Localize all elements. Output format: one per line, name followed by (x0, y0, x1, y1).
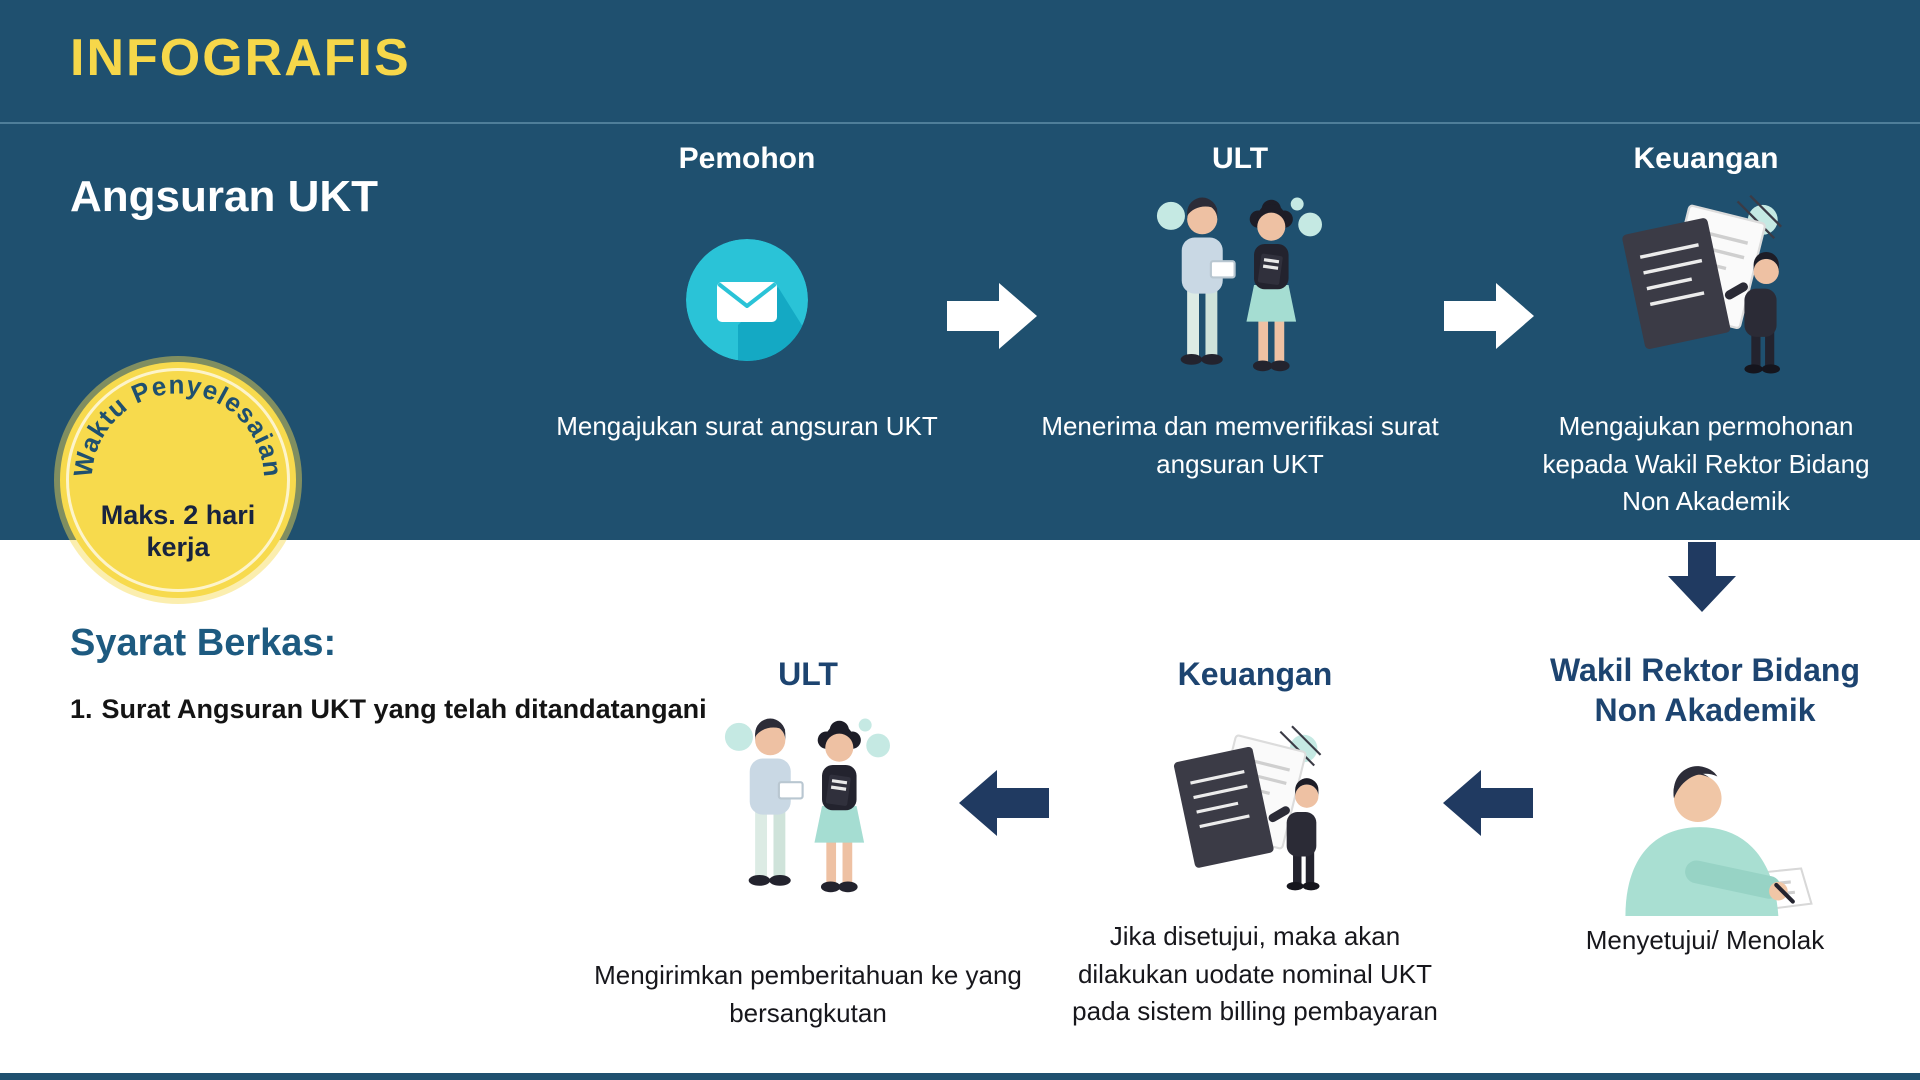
requirements-title: Syarat Berkas: (70, 622, 337, 664)
arrow-right-icon (1444, 283, 1534, 349)
top-section-background (0, 0, 1920, 540)
top-step-role-keuangan: Keuangan (1633, 142, 1779, 175)
badge-duration-text: Maks. 2 hari kerja (60, 500, 296, 564)
requirements-item: 1. Surat Angsuran UKT yang telah ditanda… (70, 694, 707, 725)
infographic-title: INFOGRAFIS (70, 29, 411, 87)
bottom-step-caption-keuangan: Jika disetujui, maka akan dilakukan uoda… (1072, 921, 1438, 1027)
ult-staff-illustration (708, 711, 908, 916)
top-step-caption-keuangan: Mengajukan permohonan kepada Wakil Rekto… (1542, 411, 1870, 517)
arrow-right-icon (947, 283, 1037, 349)
bottom-step-role-ult: ULT (778, 656, 838, 692)
page-title: Angsuran UKT (70, 172, 378, 221)
arrow-left-icon (959, 770, 1049, 836)
badge-duration-line2: kerja (146, 531, 210, 562)
top-step-caption-ult: Menerima dan memverifikasi surat angsura… (1041, 411, 1439, 479)
completion-time-badge: Waktu Penyelesaian Maks. 2 hari kerja (60, 362, 296, 598)
bottom-step-role-keuangan: Keuangan (1177, 656, 1333, 692)
requirements-item-text: Surat Angsuran UKT yang telah ditandatan… (101, 694, 707, 724)
header-divider (0, 122, 1920, 124)
finance-documents-illustration (1150, 721, 1345, 901)
requirements-item-number: 1. (70, 694, 93, 724)
arrow-left-icon (1443, 770, 1533, 836)
bottom-step-caption-wakil-rektor: Menyetujui/ Menolak (1585, 925, 1825, 955)
top-step-role-ult: ULT (1211, 142, 1269, 175)
svg-text:Waktu Penyelesaian: Waktu Penyelesaian (67, 369, 288, 479)
badge-duration-line1: Maks. 2 hari (100, 500, 256, 530)
ult-staff-illustration (1140, 190, 1340, 395)
arrow-down-icon (1668, 542, 1736, 612)
finance-documents-illustration (1602, 190, 1802, 385)
envelope-icon (686, 239, 808, 361)
top-step-role-pemohon: Pemohon (678, 142, 816, 175)
signing-illustration (1595, 761, 1815, 916)
envelope-icon-svg (686, 239, 808, 361)
top-step-caption-pemohon: Mengajukan surat angsuran UKT (556, 411, 938, 441)
bottom-step-role-wakil-rektor: Wakil Rektor Bidang Non Akademik (1550, 652, 1860, 728)
bottom-step-caption-ult: Mengirimkan pemberitahuan ke yang bersan… (594, 960, 1022, 1028)
bottom-border-bar (0, 1073, 1920, 1080)
